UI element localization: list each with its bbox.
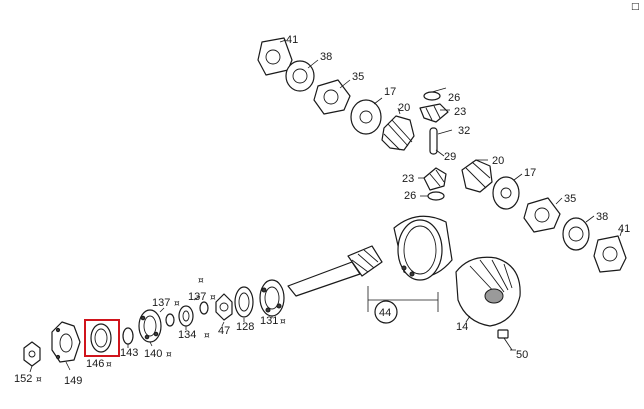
bolt-50[interactable]: [497, 329, 513, 351]
pinion-23-lower[interactable]: [423, 167, 447, 191]
side-gear-20-upper[interactable]: [381, 115, 415, 151]
callout-26-lower: 26: [404, 190, 416, 202]
washer-38-lower[interactable]: [562, 217, 590, 251]
callout-14: 14: [456, 321, 468, 333]
companion-flange-149[interactable]: [51, 321, 81, 363]
callout-17-upper: 17: [384, 86, 396, 98]
svg-text:¤: ¤: [174, 299, 180, 309]
shim-41-lower[interactable]: [593, 235, 627, 273]
side-gear-20-lower[interactable]: [461, 159, 493, 193]
callout-23-lower: 23: [402, 173, 414, 185]
svg-text:¤: ¤: [280, 317, 286, 327]
ring-gear[interactable]: [393, 215, 453, 281]
callout-50: 50: [516, 349, 528, 361]
collar-134[interactable]: [178, 305, 194, 327]
callout-137-left: 137: [152, 297, 170, 309]
callout-44: 44: [379, 307, 391, 319]
callout-26-upper: 26: [448, 92, 460, 104]
differential-case[interactable]: [455, 256, 521, 327]
callout-29: 29: [444, 151, 456, 163]
callout-32: 32: [458, 125, 470, 137]
callout-41-upper: 41: [286, 34, 298, 46]
callout-149: 149: [64, 375, 82, 387]
callout-41-lower: 41: [618, 223, 630, 235]
leader-lines: [29, 39, 623, 373]
bracket-44: [367, 286, 439, 312]
callout-44-circle: [374, 300, 398, 324]
callout-star-marks: ¤ ¤ ¤ ¤ ¤ ¤ ¤ ¤: [36, 276, 286, 385]
snap-ring-143[interactable]: [122, 327, 134, 345]
callout-38-upper: 38: [320, 51, 332, 63]
corner-mark: □: [631, 2, 640, 12]
pinion-shaft[interactable]: [287, 245, 383, 297]
svg-text:¤: ¤: [36, 375, 42, 385]
svg-text:¤: ¤: [210, 293, 216, 303]
nut-152[interactable]: [23, 341, 41, 367]
callout-labels: 41 38 35 17 26 23 20 32 29 20 17 23 26 3…: [14, 34, 630, 387]
disc-35-upper[interactable]: [313, 79, 351, 115]
callout-152: 152: [14, 373, 32, 385]
callout-20-lower: 20: [492, 155, 504, 167]
bearing-131[interactable]: [259, 279, 285, 317]
ring-137b[interactable]: [199, 301, 209, 315]
callout-35-upper: 35: [352, 71, 364, 83]
callout-143: 143: [120, 347, 138, 359]
callout-47: 47: [218, 325, 230, 337]
callout-131: 131: [260, 315, 278, 327]
callout-38-lower: 38: [596, 211, 608, 223]
callout-134: 134: [178, 329, 196, 341]
callout-140: 140: [144, 348, 162, 360]
callout-35-lower: 35: [564, 193, 576, 205]
svg-text:¤: ¤: [204, 331, 210, 341]
callout-23-upper: 23: [454, 106, 466, 118]
spacer-128[interactable]: [234, 286, 254, 318]
seal-146[interactable]: [90, 323, 112, 353]
thrust-washer-26-lower[interactable]: [427, 191, 445, 201]
svg-text:¤: ¤: [198, 276, 204, 286]
nut-47[interactable]: [215, 293, 233, 321]
callout-128: 128: [236, 321, 254, 333]
disc-35-lower[interactable]: [523, 197, 561, 233]
ring-17-upper[interactable]: [350, 99, 382, 135]
highlight-box-146: [84, 319, 120, 357]
ring-137a[interactable]: [165, 313, 175, 327]
bearing-140[interactable]: [138, 309, 162, 343]
callout-146: 146: [86, 358, 104, 370]
callout-137-right: 137: [188, 291, 206, 303]
pinion-23-upper[interactable]: [419, 103, 449, 123]
callout-20-upper: 20: [398, 102, 410, 114]
washer-38-upper[interactable]: [285, 60, 315, 92]
pin-32[interactable]: [429, 127, 438, 155]
callout-17-lower: 17: [524, 167, 536, 179]
thrust-washer-26-upper[interactable]: [423, 91, 441, 101]
ring-17-lower[interactable]: [492, 176, 520, 210]
svg-text:¤: ¤: [166, 350, 172, 360]
svg-text:¤: ¤: [106, 360, 112, 370]
